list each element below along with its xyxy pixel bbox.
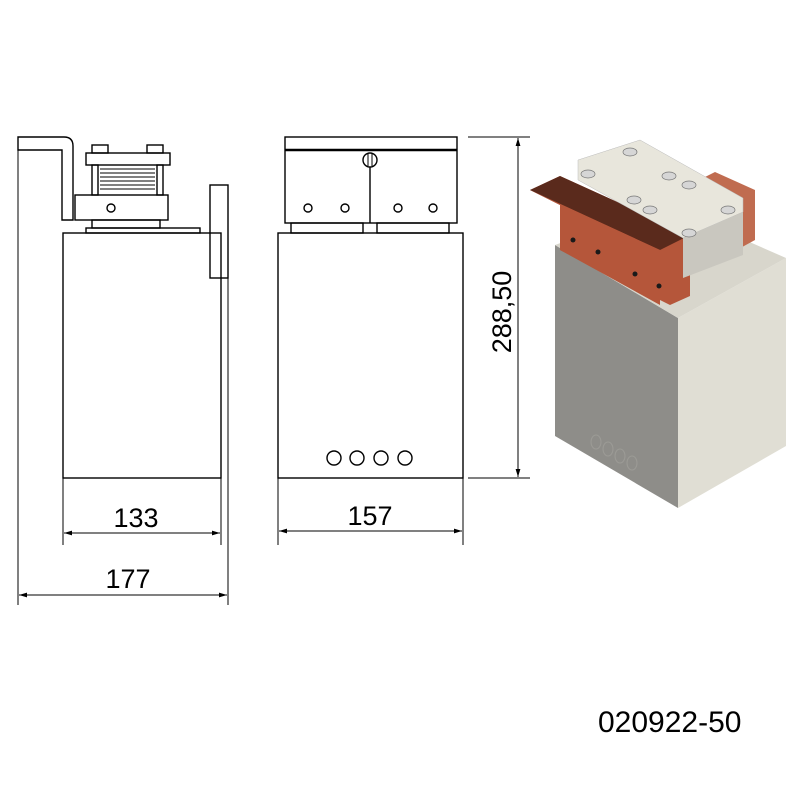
bottom-ports (326, 450, 413, 466)
bolt-heads (580, 147, 736, 238)
front-body (277, 232, 464, 479)
side-body (62, 232, 222, 479)
dimension-lines (19, 138, 521, 598)
dim-side-width: 133 (113, 503, 158, 533)
isometric-render (530, 139, 786, 508)
front-view (277, 136, 530, 545)
dim-height: 288,50 (487, 271, 517, 354)
dim-front-width: 157 (347, 501, 392, 531)
front-holes (303, 203, 438, 213)
body-right-face (678, 258, 786, 508)
part-number: 020922-50 (598, 706, 742, 739)
screw-icon (106, 203, 116, 213)
side-clamp (74, 144, 201, 234)
body-left-face (555, 245, 678, 508)
side-plate (209, 184, 229, 279)
dim-overall-width: 177 (105, 564, 150, 594)
l-bracket (17, 136, 74, 221)
front-head (284, 136, 458, 224)
side-view (17, 136, 229, 605)
